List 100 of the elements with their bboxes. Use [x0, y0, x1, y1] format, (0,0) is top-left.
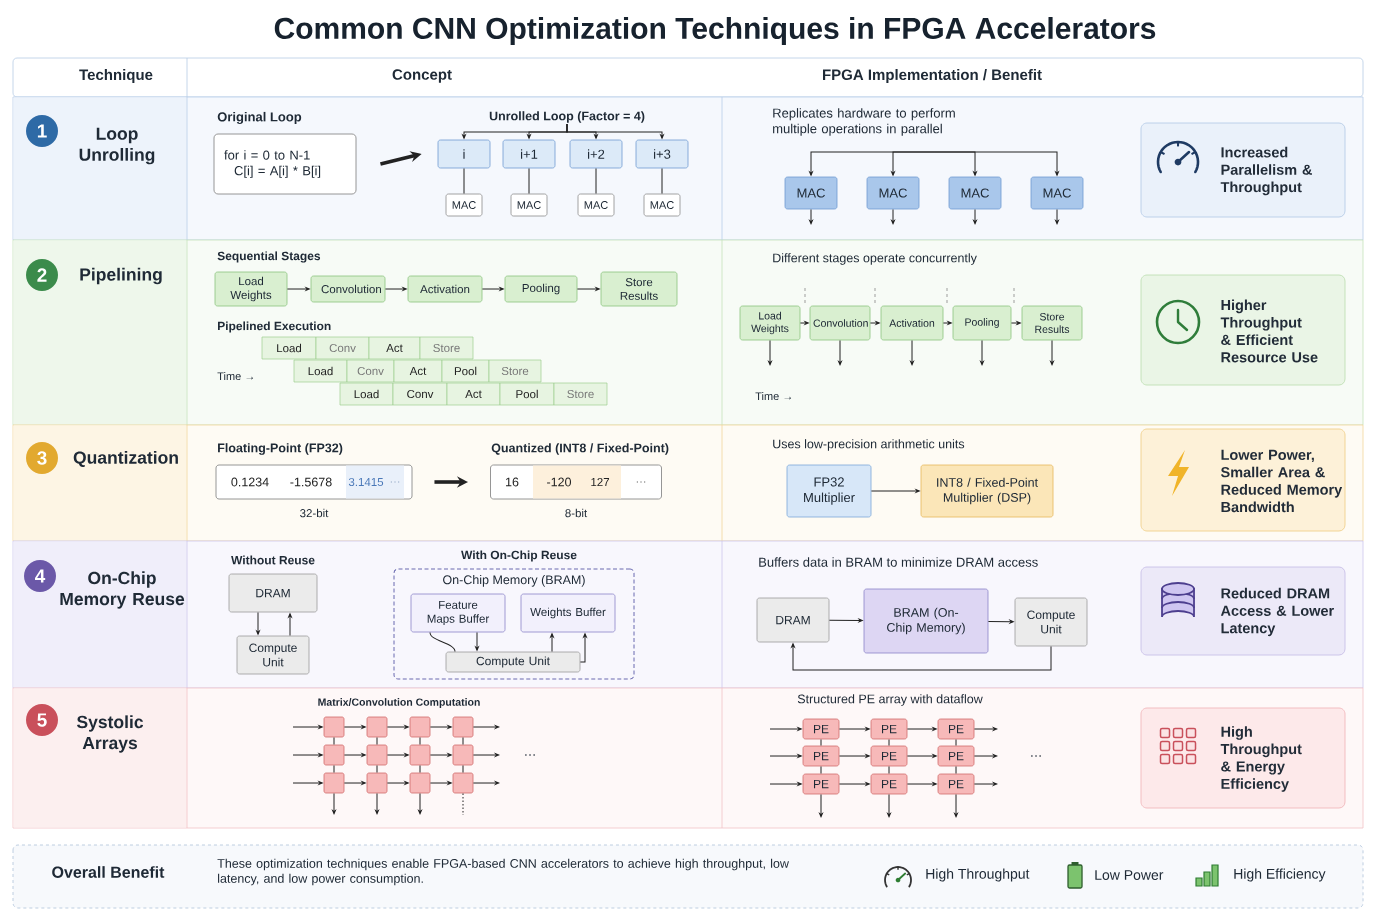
iteration-box: i — [437, 139, 491, 169]
benefit-label: Low Power — [1095, 870, 1164, 880]
arrow — [973, 782, 998, 786]
description-text: Uses low-precision arithmetic units — [773, 439, 965, 451]
arrow — [1055, 208, 1059, 225]
arrow — [870, 489, 920, 493]
pe-square — [452, 716, 474, 738]
pe-square — [366, 772, 388, 794]
section-heading: Pipelined Execution — [218, 321, 331, 333]
footer-heading: Overall Benefit — [52, 866, 165, 878]
arrow — [576, 287, 600, 291]
mac-box: MAC — [510, 193, 548, 217]
arrow — [429, 781, 452, 785]
column-header: FPGA Implementation / Benefit — [823, 69, 1042, 83]
arrow — [828, 618, 863, 623]
bit-width-label: 32-bit — [300, 508, 329, 518]
pe-box: PE — [802, 718, 840, 740]
stage-box: Store Results — [1021, 305, 1083, 341]
benefit-box: Reduced DRAM Access & Lower Latency — [1140, 566, 1346, 656]
stage-box: Activation — [407, 275, 483, 303]
mac-unit-box: MAC — [784, 176, 838, 210]
arrow — [887, 793, 891, 818]
ellipsis: … — [1031, 755, 1041, 757]
connector-line — [376, 764, 378, 774]
time-axis-label: Time → — [755, 391, 792, 401]
pe-square — [323, 772, 345, 794]
connector-line — [333, 736, 335, 746]
arrow — [869, 321, 880, 325]
connector-line — [462, 764, 464, 774]
timeline-cell: Pool — [499, 382, 555, 406]
memory-box: DRAM — [228, 573, 318, 613]
node-label: -120 — [547, 477, 572, 487]
mac-unit-box: MAC — [948, 176, 1002, 210]
arrow — [791, 643, 1052, 671]
connector-line — [462, 736, 464, 746]
arrow — [768, 339, 772, 366]
time-axis-label: Time → — [217, 371, 254, 381]
arrow — [343, 753, 366, 757]
benefit-label: High Throughput — [926, 868, 1030, 882]
pe-square — [452, 744, 474, 766]
column-header: Technique — [79, 69, 153, 83]
footer-text: These optimization techniques enable FPGA-based CNN accelerators to achieve high throughput, low latency, and low power consumption. — [217, 858, 789, 886]
benefit-box: Lower Power, Smaller Area & Reduced Memory Bandwidth — [1140, 428, 1346, 532]
arrow — [472, 781, 500, 785]
arrow — [973, 727, 998, 731]
connector-line — [595, 167, 597, 195]
mac-box: MAC — [445, 193, 483, 217]
number-badge: 4 — [24, 560, 56, 592]
stage-box: Pooling — [504, 275, 578, 303]
arrow — [769, 727, 802, 731]
technique-name: Loop Unrolling — [79, 127, 155, 165]
value-box: 16 -120 127 … — [490, 464, 662, 500]
compute-unit-box: Compute Unit — [445, 651, 581, 673]
arrow — [292, 781, 323, 785]
timeline-cell: Act — [368, 336, 421, 360]
arrow — [343, 725, 366, 729]
node-label: … — [636, 481, 646, 483]
column-header: Concept — [392, 69, 452, 83]
number-badge: 3 — [26, 442, 58, 474]
arrow — [384, 287, 407, 291]
arrow — [906, 727, 937, 731]
pe-box: PE — [802, 773, 840, 795]
connector-line — [955, 738, 957, 747]
arrow — [910, 339, 914, 366]
arrow — [891, 151, 935, 176]
stage-box: Activation — [880, 305, 944, 341]
section-heading: Sequential Stages — [217, 251, 321, 263]
benefit-box: High Throughput & Energy Efficiency — [1140, 707, 1346, 809]
arrow — [1050, 339, 1054, 366]
pe-box: PE — [937, 745, 975, 767]
arrow — [550, 633, 554, 653]
arrow — [292, 725, 323, 729]
iteration-box: i+2 — [569, 139, 623, 169]
timeline-cell: Load — [261, 336, 317, 360]
node-label: 0.1234 — [231, 477, 269, 487]
timeline-cell: Act — [446, 382, 501, 406]
arrow — [838, 339, 842, 366]
benefit-label: High Efficiency — [1234, 868, 1326, 882]
connector-line — [419, 764, 421, 774]
arrow — [819, 793, 823, 818]
arrow — [472, 753, 500, 757]
arrow — [1010, 321, 1021, 325]
connector-line — [463, 167, 465, 195]
pe-square — [366, 716, 388, 738]
arrow — [838, 782, 870, 786]
arrow — [429, 753, 452, 757]
arrow — [973, 754, 998, 758]
technique-name: Pipelining — [80, 267, 162, 285]
arrow — [343, 781, 366, 785]
multiplier-box: INT8 / Fixed-Point Multiplier (DSP) — [920, 464, 1054, 518]
benefit-box: Increased Parallelism & Throughput — [1140, 122, 1346, 218]
stage-box: Load Weights — [739, 305, 801, 341]
arrow — [906, 782, 937, 786]
section-heading: With On-Chip Reuse — [461, 550, 577, 562]
buffer-box: Feature Maps Buffer — [410, 593, 506, 633]
arrow — [769, 754, 802, 758]
pe-box: PE — [870, 773, 908, 795]
node-label: 16 — [506, 477, 519, 487]
timeline-cell: Conv — [346, 359, 395, 383]
number-badge: 5 — [26, 704, 58, 736]
